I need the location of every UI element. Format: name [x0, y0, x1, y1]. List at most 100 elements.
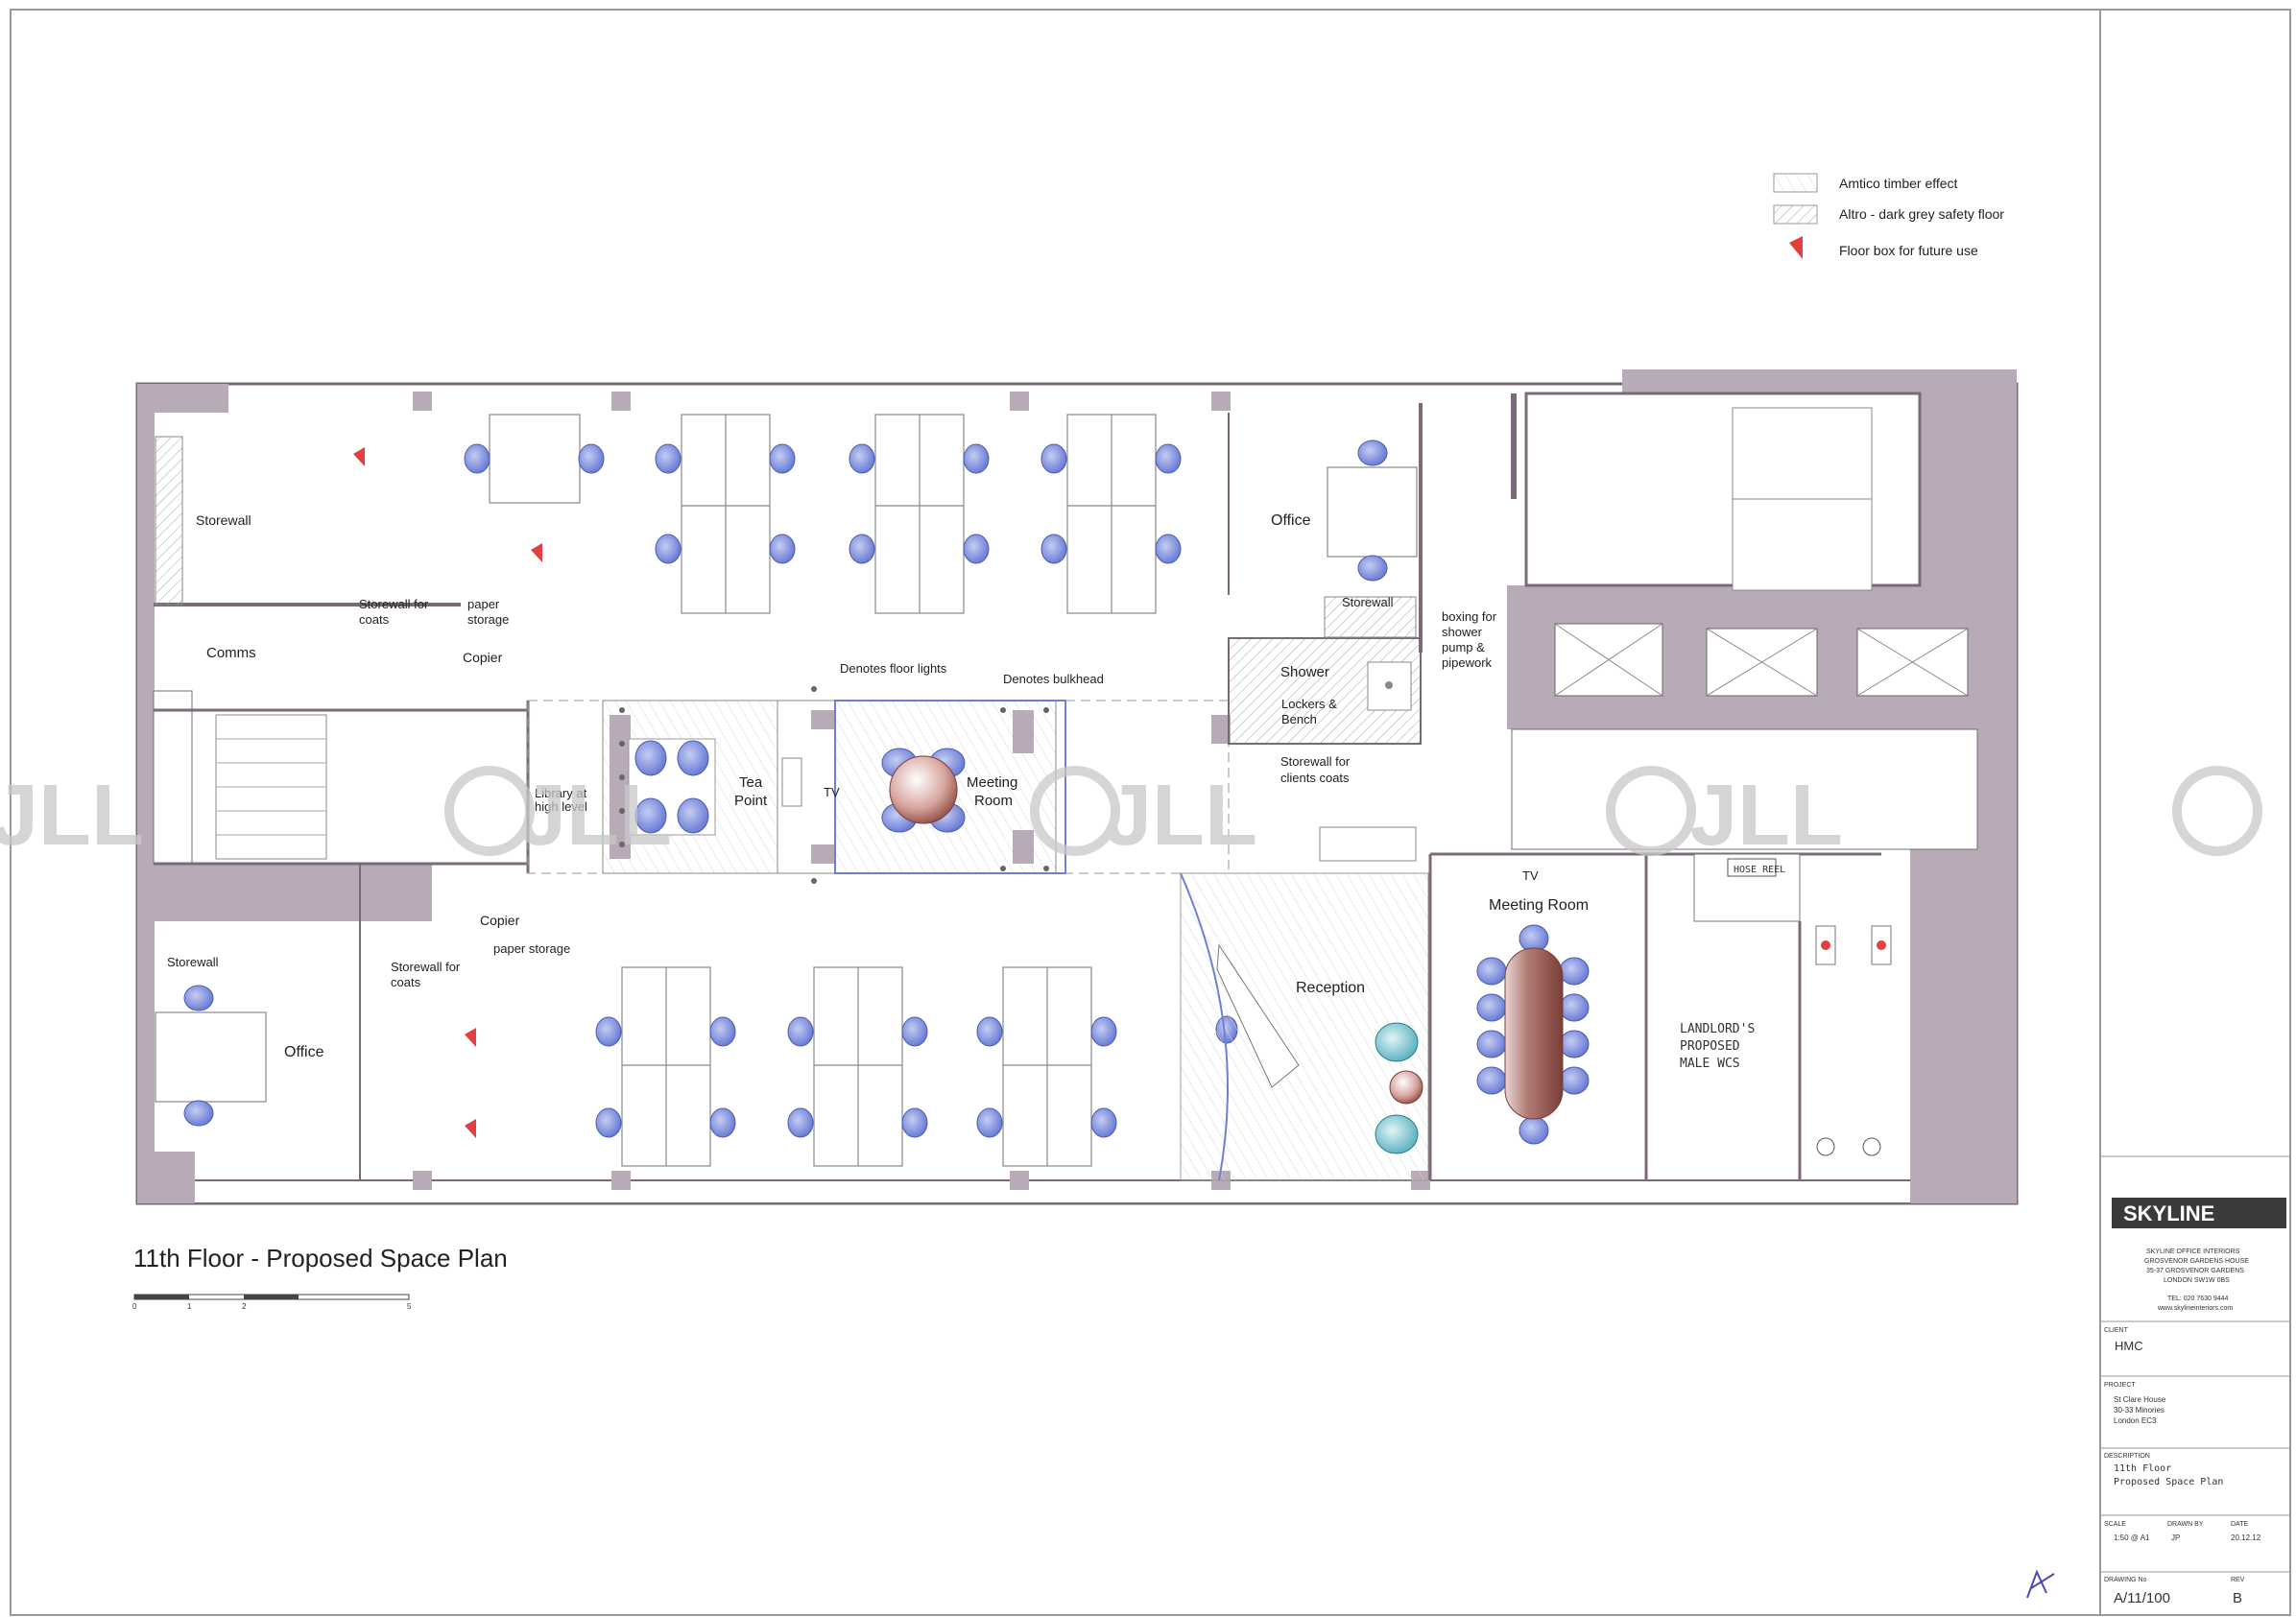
label-office-top: Office: [1271, 512, 1311, 529]
company-line-5: TEL: 020 7630 9444: [2167, 1296, 2229, 1302]
scale-value: 1:50 @ A1: [2114, 1534, 2150, 1542]
desk-cluster-bottom: [155, 966, 1092, 1167]
description-line-2: Proposed Space Plan: [2114, 1477, 2223, 1487]
label-male-wcs: MALE WCS: [1680, 1057, 1740, 1071]
company-line-1: SKYLINE OFFICE INTERIORS: [2146, 1248, 2240, 1255]
watermark-1: JLL: [0, 768, 144, 864]
project-line-1: St Clare House: [2114, 1395, 2166, 1404]
signature: [2026, 1569, 2055, 1599]
label-copier-1: Copier: [463, 650, 503, 665]
label-coats-1: coats: [359, 612, 390, 627]
label-office-bottom: Office: [284, 1044, 324, 1060]
label-bench: Bench: [1281, 712, 1317, 726]
description-label: DESCRIPTION: [2104, 1453, 2150, 1460]
label-tv-1: TV: [824, 785, 840, 799]
client-value: HMC: [2115, 1339, 2143, 1353]
scale-tick-0: 0: [132, 1302, 137, 1311]
rev-label: REV: [2231, 1577, 2245, 1583]
floor-box-icon: [1789, 236, 1803, 259]
sheet-border: [10, 9, 2291, 1616]
label-library-1: Library at: [535, 786, 587, 800]
label-coats-2: coats: [391, 975, 421, 989]
label-storewall-bottom: Storewall: [167, 955, 219, 969]
altro-swatch: [1773, 204, 1818, 225]
drawing-no-value: A/11/100: [2114, 1590, 2170, 1606]
scale-label: SCALE: [2104, 1521, 2126, 1528]
drawn-by-value: JP: [2171, 1534, 2180, 1542]
label-storewall-top: Storewall: [196, 512, 251, 528]
label-copier-2: Copier: [480, 913, 520, 928]
label-meeting-room: Meeting Room: [1489, 897, 1589, 914]
label-landlords: LANDLORD'S: [1680, 1022, 1755, 1036]
date-value: 20.12.12: [2231, 1534, 2261, 1542]
label-paper-1: paper: [467, 597, 500, 611]
label-storewall-for-1: Storewall for: [359, 597, 429, 611]
floor-box-markers: [353, 447, 542, 1138]
legend: Amtico timber effect Altro - dark grey s…: [1773, 173, 2004, 259]
shower-block: [1228, 596, 1422, 745]
watermark-2: JLL: [518, 768, 672, 864]
label-boxing-2: shower: [1442, 625, 1483, 639]
company-line-6: www.skylineinteriors.com: [2157, 1305, 2233, 1312]
scale-tick-2: 2: [242, 1302, 247, 1311]
company-line-3: 35-37 GROSVENOR GARDENS: [2146, 1268, 2244, 1274]
company-line-2: GROSVENOR GARDENS HOUSE: [2144, 1258, 2249, 1265]
label-storage-1: storage: [467, 612, 509, 627]
label-tv-2: TV: [1522, 868, 1539, 883]
scale-tick-1: 1: [187, 1302, 192, 1311]
drawing-no-label: DRAWING No: [2104, 1577, 2147, 1583]
title-block: SKYLINE SKYLINE OFFICE INTERIORS GROSVEN…: [2026, 1155, 2290, 1606]
legend-altro: Altro - dark grey safety floor: [1839, 206, 2004, 222]
plan-labels: Storewall Storewall for coats paper stor…: [167, 512, 1785, 1071]
description-line-1: 11th Floor: [2114, 1463, 2171, 1474]
label-room: Room: [974, 793, 1013, 809]
skyline-logo-text: SKYLINE: [2123, 1201, 2214, 1225]
label-boxing-3: pump &: [1442, 640, 1485, 654]
label-library-2: high level: [535, 799, 587, 814]
label-floor-lights: Denotes floor lights: [840, 661, 947, 676]
label-shower: Shower: [1280, 664, 1329, 680]
drawn-by-label: DRAWN BY: [2167, 1521, 2204, 1528]
desk-cluster-top: [489, 414, 1418, 614]
project-line-2: 30-33 Minories: [2114, 1406, 2164, 1415]
date-label: DATE: [2231, 1521, 2248, 1528]
label-reception: Reception: [1296, 980, 1365, 996]
label-boxing-4: pipework: [1442, 655, 1493, 670]
plan-title: 11th Floor - Proposed Space Plan: [133, 1244, 508, 1272]
project-line-3: London EC3: [2114, 1416, 2157, 1425]
label-tea: Tea: [739, 774, 763, 791]
legend-floor-box: Floor box for future use: [1839, 243, 1978, 258]
sink: [781, 757, 802, 807]
scale-tick-5: 5: [407, 1302, 412, 1311]
label-paper-storage: paper storage: [493, 941, 570, 956]
chairs: [183, 440, 1388, 1138]
client-label: CLIENT: [2104, 1327, 2129, 1334]
boardroom: [1476, 924, 1590, 1145]
central-spine: [527, 686, 1230, 884]
label-bulkhead: Denotes bulkhead: [1003, 672, 1104, 686]
label-storewall-right: Storewall: [1342, 595, 1394, 609]
jll-watermarks: JLL JLL JLL JLL: [0, 766, 2262, 864]
amtico-swatch: [1773, 173, 1818, 193]
company-line-4: LONDON SW1W 0BS: [2164, 1277, 2230, 1284]
label-comms: Comms: [206, 645, 256, 661]
skyline-logo: [2112, 1198, 2286, 1228]
scale-bar: 0 1 2 5: [132, 1294, 412, 1311]
label-lockers: Lockers &: [1281, 697, 1337, 711]
watermark-3: JLL: [1104, 768, 1257, 864]
watermark-4: JLL: [1689, 768, 1843, 864]
label-proposed: PROPOSED: [1680, 1039, 1740, 1054]
label-storewall-clients-2: clients coats: [1280, 771, 1350, 785]
label-point: Point: [734, 793, 768, 809]
label-meeting: Meeting: [967, 774, 1017, 791]
label-hose-reel: HOSE REEL: [1734, 865, 1785, 875]
legend-amtico: Amtico timber effect: [1839, 176, 1958, 191]
project-label: PROJECT: [2104, 1382, 2136, 1389]
label-storewall-clients-1: Storewall for: [1280, 754, 1351, 769]
reception-area: [1180, 826, 1429, 1181]
wc-area: [1693, 853, 1892, 1156]
storewall-left: [155, 436, 183, 606]
rev-value: B: [2233, 1590, 2242, 1606]
round-meeting-table: [881, 748, 966, 833]
